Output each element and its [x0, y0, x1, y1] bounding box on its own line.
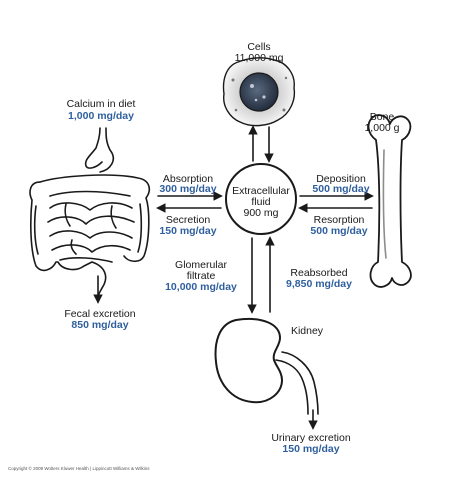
calcium-diet-label: Calcium in diet	[67, 98, 136, 110]
deposition-label: Deposition	[316, 173, 366, 185]
copyright-text: Copyright © 2009 Wolters Kluwer Health |…	[8, 465, 150, 471]
cells-value: 11,000 mg	[235, 52, 284, 64]
reabsorbed-label: Reabsorbed	[290, 267, 347, 279]
absorption-label: Absorption	[163, 173, 213, 185]
calcium-diet-value: 1,000 mg/day	[68, 110, 134, 122]
resorption-value: 500 mg/day	[310, 225, 367, 237]
bone-value: 1,000 g	[364, 122, 399, 134]
ecf-label-line2: fluid	[251, 196, 270, 208]
cells-label: Cells	[247, 41, 270, 53]
ecf-label-line1: Extracellular	[232, 185, 290, 197]
extracellular-fluid-node	[225, 163, 297, 235]
deposition-value: 500 mg/day	[312, 183, 369, 195]
intestine-icon	[29, 127, 151, 299]
reabsorbed-value: 9,850 mg/day	[286, 278, 352, 290]
bone-label: Bone	[370, 111, 395, 123]
glomerular-value: 10,000 mg/day	[165, 281, 237, 293]
urinary-label: Urinary excretion	[271, 432, 351, 444]
fecal-value: 850 mg/day	[71, 319, 128, 331]
secretion-label: Secretion	[166, 214, 211, 226]
resorption-label: Resorption	[314, 214, 365, 226]
secretion-value: 150 mg/day	[159, 225, 216, 237]
absorption-value: 300 mg/day	[159, 183, 216, 195]
kidney-icon	[214, 318, 319, 415]
cell-icon	[222, 57, 296, 127]
kidney-label: Kidney	[291, 325, 324, 337]
glomerular-label-line1: Glomerular	[175, 259, 227, 271]
bone-icon	[367, 114, 412, 288]
fecal-label: Fecal excretion	[64, 308, 135, 320]
glomerular-label-line2: filtrate	[187, 270, 216, 282]
ecf-value: 900 mg	[243, 207, 278, 219]
urinary-value: 150 mg/day	[282, 443, 339, 455]
